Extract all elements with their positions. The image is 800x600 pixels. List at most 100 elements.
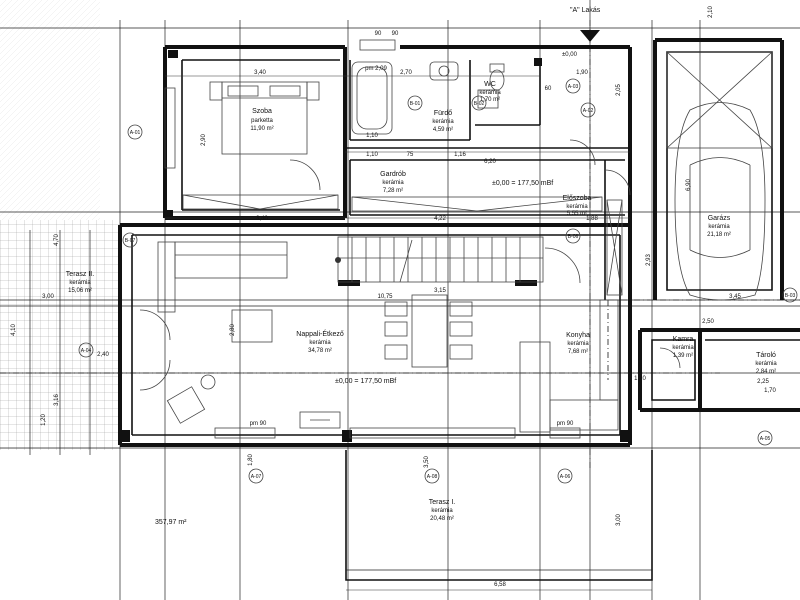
room-konyha: Konyha kerámia 7,68 m² [566,332,590,355]
dim-label: 2,70 [400,70,412,76]
section-tag-label: B-01 [410,101,421,107]
section-tag: A-07 [248,468,264,484]
section-tag: B-02 [471,95,487,111]
dimensions-top: 3,40 2,70 1,90 pm 2,09 90 90 60 [165,31,588,92]
room-material: kerámia [432,119,454,125]
dim-label: 1,16 [454,152,466,158]
dim-label: 90 [392,31,399,37]
terrace-1 [345,450,653,591]
columns [120,50,630,442]
room-tarolo: Tároló kerámia 2,84 m² [755,352,777,375]
dim-label: 2,50 [702,319,714,325]
room-material: kerámia [567,341,589,347]
dim-label: 2,25 [757,379,769,385]
dim-label: 6,58 [494,582,506,588]
section-tag-label: A-01 [130,130,141,136]
section-tag: A-02 [580,102,596,118]
room-gardrob: Gardrób kerámia 7,28 m² [380,171,406,194]
room-material: kerámia [672,345,694,351]
room-area: 21,18 m² [707,232,731,238]
section-tag: A-06 [557,468,573,484]
room-name: Terasz II. [66,271,94,278]
dim-label: 3,50 [424,456,430,468]
room-material: kerámia [309,340,331,346]
room-material: kerámia [755,361,777,367]
room-eloszoba: Előszoba kerámia 5,55 m² [563,195,592,217]
room-nappali: Nappali-Étkező kerámia 34,78 m² [296,329,344,354]
section-tag: B-07 [122,232,138,248]
section-tag-label: A-05 [760,436,771,442]
section-tag-label: B-06 [568,234,579,240]
dim-label: 3,40 [256,216,268,222]
room-area: 7,68 m² [568,349,588,355]
level-wc: ±0,00 [562,52,578,58]
dim-label: pm 2,09 [365,66,387,72]
room-area: 2,84 m² [756,369,776,375]
room-name: Terasz I. [429,499,456,506]
section-tag-label: B-02 [474,101,485,107]
section-tag-label: B-07 [125,238,136,244]
dim-label: 3,45 [729,294,741,300]
section-tag: B-03 [782,287,798,303]
dim-label: 6,90 [686,179,692,191]
room-material: kerámia [69,280,91,286]
kitchen-counter [519,299,619,433]
room-area: 20,48 m² [430,516,454,522]
room-terasz1: Terasz I. kerámia 20,48 m² [429,499,456,522]
section-tag-label: A-06 [560,474,571,480]
room-name: Tároló [756,352,776,359]
section-tag-label: A-04 [81,348,92,354]
room-name: Előszoba [563,195,592,202]
dim-label: 90 [375,31,382,37]
sink-icon [429,61,459,81]
dim-label: 4,70 [54,234,60,246]
section-tag: A-04 [78,342,94,358]
dim-label: 1,20 [634,376,646,382]
toilet-icon [477,63,505,109]
room-name: Fürdő [434,110,452,117]
dim-label: 60 [545,86,552,92]
staircase [335,236,544,283]
left-paper-texture [0,0,100,220]
dimensions-row2: 1,10 6,20 1,16 1,10 75 [345,133,630,165]
room-area: 7,28 m² [383,188,403,194]
section-tag: B-06 [565,228,581,244]
dining-table-icon [384,294,473,368]
dim-label: 1,20 [41,414,47,426]
bathtub-icon [351,61,393,135]
room-material: kerámia [382,180,404,186]
dim-label: 1,10 [366,133,378,139]
room-area: 34,78 m² [308,348,332,354]
dim-label: 2,93 [646,254,652,266]
room-name: Gardrób [380,171,406,178]
header-label: "A" Lakás [570,7,601,14]
room-area: 5,55 m² [567,211,587,217]
section-tag: A-03 [565,78,581,94]
room-material: parketta [251,118,273,124]
dim-label: 2,40 [97,352,109,358]
section-tag-label: B-03 [785,293,796,299]
dimensions-living: 3,15 10,75 3,00 2,40 2,50 3,45 2,25 1,70 [42,288,776,394]
room-area: 4,59 m² [433,127,453,133]
dimensions-left: 4,10 3,16 4,70 2,90 1,20 2,80 [11,134,236,426]
dim-label: 1,70 [764,388,776,394]
dimensions-row3: 3,40 4,22 1,88 [165,216,630,222]
room-material: kerámia [431,508,453,514]
section-tag-label: A-08 [427,474,438,480]
sofa-icon [157,241,288,343]
section-tag: A-05 [757,430,773,446]
room-name: Konyha [566,332,590,339]
dim-label: 1,80 [248,454,254,466]
walls [118,38,800,447]
dim-label: 75 [407,152,414,158]
room-material: kerámia [566,204,588,210]
armchair-icon [166,374,216,424]
room-terasz2: Terasz II. kerámia 15,06 m² [66,271,94,294]
room-furdo: Fürdő kerámia 4,59 m² [432,110,454,133]
dimensions-right: 6,90 2,93 2,10 2,05 1,20 [616,6,714,382]
dim-label: 3,16 [54,394,60,406]
section-tag-label: A-02 [583,108,594,114]
dim-label: 4,22 [434,216,446,222]
room-area: 15,06 m² [68,288,92,294]
